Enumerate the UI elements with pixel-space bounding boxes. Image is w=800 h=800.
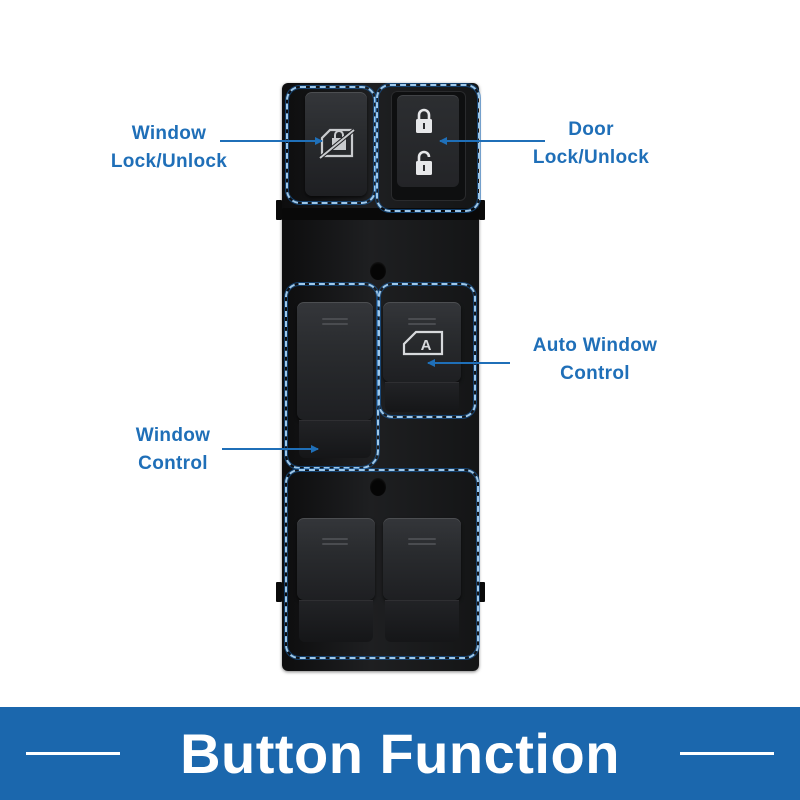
mounting-hole: [370, 262, 386, 280]
panel-side-clip: [276, 582, 282, 602]
rear-left-window-button[interactable]: [297, 518, 375, 600]
button-grip: [322, 543, 348, 545]
door-lock-region: [376, 84, 480, 212]
banner-left-rule: [26, 752, 120, 755]
padlock-icon: [416, 150, 432, 175]
window-lock-icon: [318, 128, 356, 160]
button-grip: [322, 538, 348, 540]
auto-window-button[interactable]: [383, 302, 461, 382]
window-lock-label-line2: Lock/Unlock: [110, 151, 228, 172]
window-control-label-line1: Window: [135, 425, 211, 446]
padlock-icon: [416, 108, 432, 133]
rear-right-window-button[interactable]: [383, 518, 461, 600]
auto-window-label: Auto Window Control: [512, 332, 678, 388]
button-grip: [408, 318, 436, 320]
auto-window-label-line2: Control: [560, 363, 630, 384]
door-lock-label: Door Lock/Unlock: [518, 116, 664, 172]
auto-window-label-line1: Auto Window: [532, 335, 658, 356]
window-control-button[interactable]: [297, 302, 373, 420]
rear-right-window-button-lip: [385, 600, 459, 642]
window-lock-region: [286, 86, 376, 204]
button-grip: [322, 323, 348, 325]
window-control-label-line2: Control: [138, 453, 208, 474]
window-control-region: [285, 283, 379, 469]
button-grip: [408, 323, 436, 325]
svg-text:A: A: [421, 337, 432, 354]
rear-left-window-button-lip: [299, 600, 373, 642]
window-lock-label-line1: Window: [131, 123, 207, 144]
mounting-hole: [370, 478, 386, 496]
panel-side-clip: [479, 582, 485, 602]
button-grip: [408, 543, 436, 545]
auto-window-button-lip: [385, 382, 459, 412]
title-banner: Button Function: [0, 707, 800, 800]
window-lock-label: Window Lock/Unlock: [96, 120, 242, 176]
banner-title: Button Function: [180, 722, 620, 785]
auto-window-region: [378, 283, 476, 418]
door-lock-label-line2: Lock/Unlock: [532, 147, 650, 168]
auto-window-icon: A: [402, 330, 444, 356]
panel-side-clip: [479, 200, 485, 220]
button-grip: [408, 538, 436, 540]
banner-right-rule: [680, 752, 774, 755]
window-control-label: Window Control: [100, 422, 246, 478]
button-grip: [322, 318, 348, 320]
door-lock-label-line1: Door: [568, 119, 614, 140]
panel-side-clip: [276, 200, 282, 220]
rear-window-region: [285, 469, 479, 659]
